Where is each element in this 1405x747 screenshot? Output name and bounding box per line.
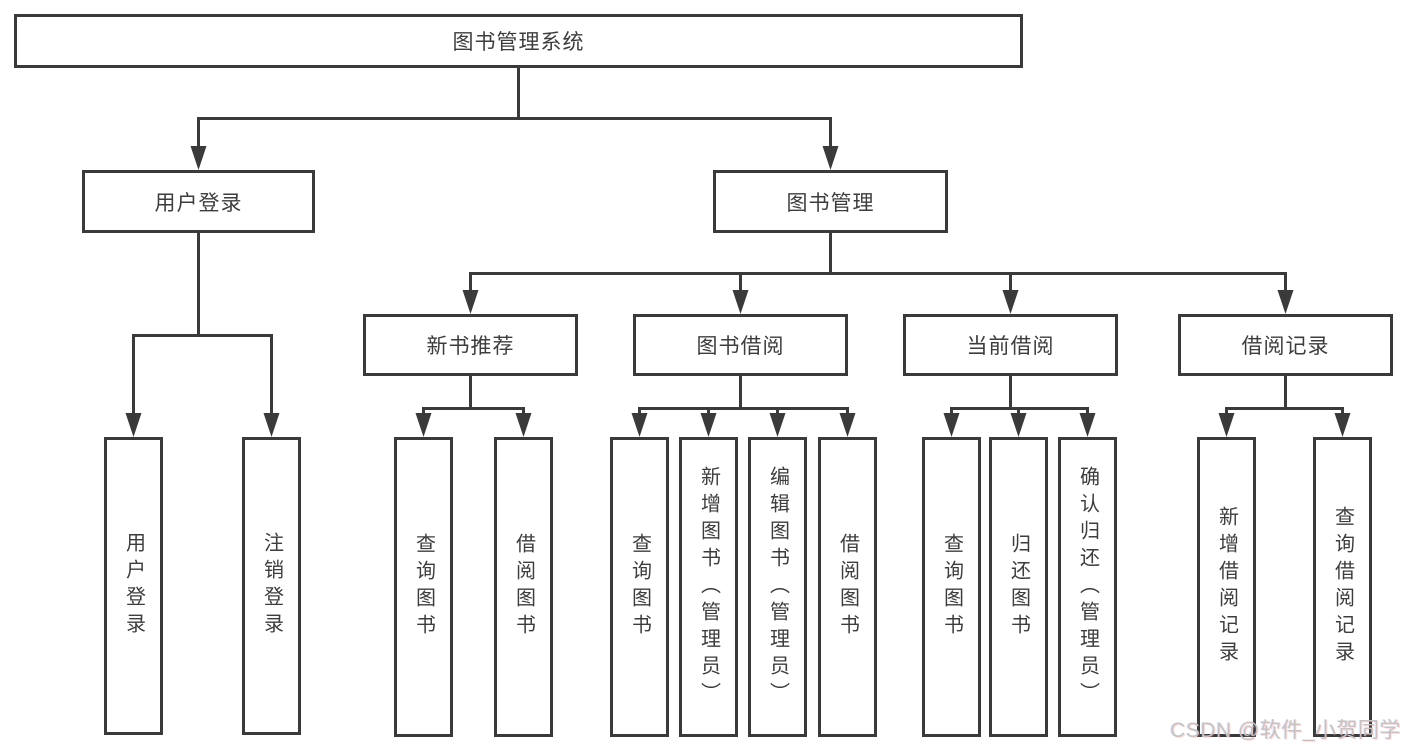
arrowhead xyxy=(1277,290,1294,314)
arrowhead xyxy=(732,290,749,314)
leaf-newbook-borrow-label: 借阅图书 xyxy=(512,533,535,641)
arrowhead xyxy=(415,413,432,437)
node-user-login: 用户登录 xyxy=(82,170,315,233)
leaf-current-return: 归还图书 xyxy=(989,437,1048,737)
leaf-current-query-label: 查询图书 xyxy=(940,533,963,641)
leaf-record-query-label: 查询借阅记录 xyxy=(1331,506,1354,668)
arrowhead xyxy=(1010,413,1027,437)
connector-path xyxy=(132,66,1344,416)
arrowhead xyxy=(515,413,532,437)
leaf-borrow-book-label: 借阅图书 xyxy=(836,533,859,641)
leaf-borrow-query: 查询图书 xyxy=(610,437,669,737)
leaf-current-query: 查询图书 xyxy=(922,437,981,737)
leaf-borrow-book: 借阅图书 xyxy=(818,437,877,737)
node-current-borrow-label: 当前借阅 xyxy=(966,335,1055,358)
node-root: 图书管理系统 xyxy=(14,14,1023,68)
node-new-book-recommend: 新书推荐 xyxy=(363,314,578,376)
arrowhead xyxy=(769,413,786,437)
node-root-label: 图书管理系统 xyxy=(452,31,585,54)
node-book-management: 图书管理 xyxy=(713,170,948,233)
leaf-record-add: 新增借阅记录 xyxy=(1197,437,1256,737)
arrowhead xyxy=(190,146,207,170)
leaf-logout-label: 注销登录 xyxy=(260,532,283,640)
node-new-book-recommend-label: 新书推荐 xyxy=(426,335,515,358)
arrowhead xyxy=(1079,413,1096,437)
arrowhead xyxy=(462,290,479,314)
node-current-borrow: 当前借阅 xyxy=(903,314,1118,376)
arrowhead xyxy=(839,413,856,437)
leaf-borrow-add-admin-label: 新增图书（管理员） xyxy=(697,465,720,709)
arrowhead xyxy=(1002,290,1019,314)
leaf-user-login: 用户登录 xyxy=(104,437,163,735)
leaf-borrow-query-label: 查询图书 xyxy=(628,533,651,641)
node-user-login-label: 用户登录 xyxy=(154,191,243,215)
arrowhead xyxy=(822,146,839,170)
leaf-current-return-label: 归还图书 xyxy=(1007,533,1030,641)
leaf-record-query: 查询借阅记录 xyxy=(1313,437,1372,737)
arrowhead xyxy=(1218,413,1235,437)
leaf-user-login-label: 用户登录 xyxy=(122,532,145,640)
arrowhead xyxy=(943,413,960,437)
leaf-newbook-query-label: 查询图书 xyxy=(412,533,435,641)
node-borrow-records: 借阅记录 xyxy=(1178,314,1393,376)
watermark: CSDN @软件_小贺同学 xyxy=(1170,719,1401,742)
leaf-borrow-edit-admin: 编辑图书（管理员） xyxy=(748,437,807,737)
node-book-borrow-label: 图书借阅 xyxy=(696,335,785,358)
leaf-newbook-borrow: 借阅图书 xyxy=(494,437,553,737)
leaf-record-add-label: 新增借阅记录 xyxy=(1215,506,1238,668)
node-book-borrow: 图书借阅 xyxy=(633,314,848,376)
leaf-newbook-query: 查询图书 xyxy=(394,437,453,737)
leaf-current-confirm-admin: 确认归还（管理员） xyxy=(1058,437,1117,737)
leaf-logout: 注销登录 xyxy=(242,437,301,735)
leaf-borrow-add-admin: 新增图书（管理员） xyxy=(679,437,738,737)
arrowhead xyxy=(1334,413,1351,437)
leaf-borrow-edit-admin-label: 编辑图书（管理员） xyxy=(766,465,789,709)
arrowhead xyxy=(631,413,648,437)
node-borrow-records-label: 借阅记录 xyxy=(1241,335,1330,358)
arrowhead xyxy=(700,413,717,437)
node-book-management-label: 图书管理 xyxy=(786,191,875,215)
leaf-current-confirm-admin-label: 确认归还（管理员） xyxy=(1076,465,1099,709)
arrowhead xyxy=(263,413,280,437)
arrowhead xyxy=(125,413,142,437)
